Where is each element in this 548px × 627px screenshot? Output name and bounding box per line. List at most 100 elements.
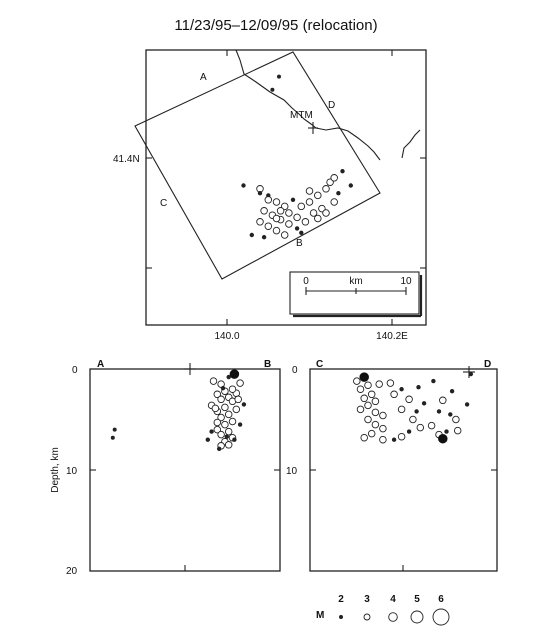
section-ab-label-b: B: [264, 359, 271, 370]
section-ab-event: [216, 446, 222, 451]
map-event: [264, 222, 273, 230]
section-cd-event: [379, 435, 387, 444]
scale-bar-frame: [289, 271, 420, 315]
map-event: [285, 209, 293, 217]
section-ab-event: [213, 390, 222, 399]
map-event: [285, 220, 293, 228]
map-event: [322, 209, 330, 217]
map-event: [249, 232, 254, 238]
section-cd-event: [360, 394, 368, 403]
map-panel: 41.4N 140.0 140.2E A D C B MTM 0 km: [113, 49, 427, 342]
map-event: [261, 234, 267, 240]
section-cd-event: [397, 432, 406, 441]
section-cd-event: [367, 429, 376, 438]
map-event: [305, 187, 314, 195]
map-event: [314, 191, 322, 200]
section-ab-event: [224, 434, 229, 439]
magnitude-legend-value: 5: [414, 594, 420, 605]
section-cd-event: [399, 387, 404, 392]
map-event: [280, 231, 289, 239]
section-cd-event: [468, 371, 473, 377]
section-cd-event: [453, 426, 462, 435]
map-event: [330, 198, 338, 206]
section-cd-event: [436, 409, 442, 414]
study-area-outline: [134, 51, 381, 280]
section-cd-event: [444, 429, 449, 434]
map-lon-label-right: 140.2E: [376, 331, 408, 342]
section-cd-event: [356, 405, 365, 414]
section-ab-event: [110, 435, 115, 440]
section-ab-event: [237, 422, 243, 427]
section-ab-label-a: A: [97, 359, 104, 370]
section-cd-event: [427, 421, 436, 430]
section-ab-event: [209, 429, 214, 434]
section-ab-event: [112, 427, 117, 432]
section-cd-event: [379, 424, 387, 433]
section-ab-event: [217, 430, 225, 439]
scale-bar-tick-0: 0: [303, 276, 309, 287]
section-ab-panel: A B 0 10 20 Depth, km: [50, 359, 281, 577]
scale-bar: 0 km 10: [289, 271, 423, 318]
section-cd-event: [375, 380, 383, 388]
map-event: [348, 183, 353, 188]
section-ab-event: [241, 402, 247, 407]
section-ab-event: [236, 379, 244, 387]
section-cd-ytick-0: 0: [292, 365, 298, 376]
section-ab-event: [234, 395, 242, 404]
station-cross-icon: [184, 363, 196, 375]
map-event: [264, 196, 273, 204]
section-cd-event: [449, 389, 455, 394]
magnitude-legend-symbol: [363, 613, 371, 621]
section-cd-label-d: D: [484, 359, 491, 370]
section-ab-ytick-20: 20: [66, 566, 78, 577]
section-cd-event: [364, 401, 372, 410]
section-ab-frame: [89, 368, 281, 572]
section-ab-event: [228, 385, 237, 393]
map-event: [272, 226, 281, 235]
section-cd-event: [360, 433, 368, 442]
section-cd-event: [421, 401, 427, 406]
section-ab-ytick-10: 10: [66, 466, 78, 477]
section-cd-event: [371, 397, 380, 406]
section-ab-event: [217, 395, 225, 404]
section-cd-events: [353, 371, 473, 444]
map-event: [309, 209, 318, 217]
map-event: [336, 190, 341, 196]
station-cross-icon: [308, 122, 318, 134]
scale-bar-tick-10: 10: [400, 276, 412, 287]
section-ab-event: [221, 420, 229, 429]
map-event: [256, 218, 264, 226]
section-cd-event: [356, 385, 365, 393]
section-ab-event: [221, 403, 229, 412]
section-cd-event: [431, 378, 436, 384]
map-event: [299, 230, 304, 235]
section-cd-event: [359, 372, 369, 382]
map-lat-label: 41.4N: [113, 154, 140, 165]
section-ab-event: [224, 441, 233, 449]
section-ab-ytick-0: 0: [72, 365, 78, 376]
section-ab-event: [226, 374, 231, 380]
section-cd-event: [390, 390, 398, 399]
section-cd-event: [464, 402, 470, 407]
section-ab-event: [213, 418, 222, 427]
section-cd-event: [438, 433, 448, 444]
map-event: [314, 214, 322, 223]
map-event: [297, 202, 306, 211]
section-ab-event: [232, 405, 241, 414]
section-cd-event: [405, 395, 413, 404]
magnitude-legend-label: M: [316, 610, 324, 621]
magnitude-legend-value: 6: [438, 594, 444, 605]
map-event: [270, 87, 275, 92]
map-event: [294, 226, 300, 231]
section-cd-event: [452, 415, 460, 424]
map-event: [293, 213, 301, 222]
coastline-east: [401, 129, 421, 159]
station-cross-icon: [463, 366, 475, 378]
section-ab-event: [205, 437, 210, 442]
section-ab-event: [217, 413, 225, 422]
section-cd-event: [364, 415, 372, 424]
section-ab-event: [209, 377, 218, 385]
map-event: [330, 174, 338, 182]
section-cd-event: [414, 409, 419, 414]
